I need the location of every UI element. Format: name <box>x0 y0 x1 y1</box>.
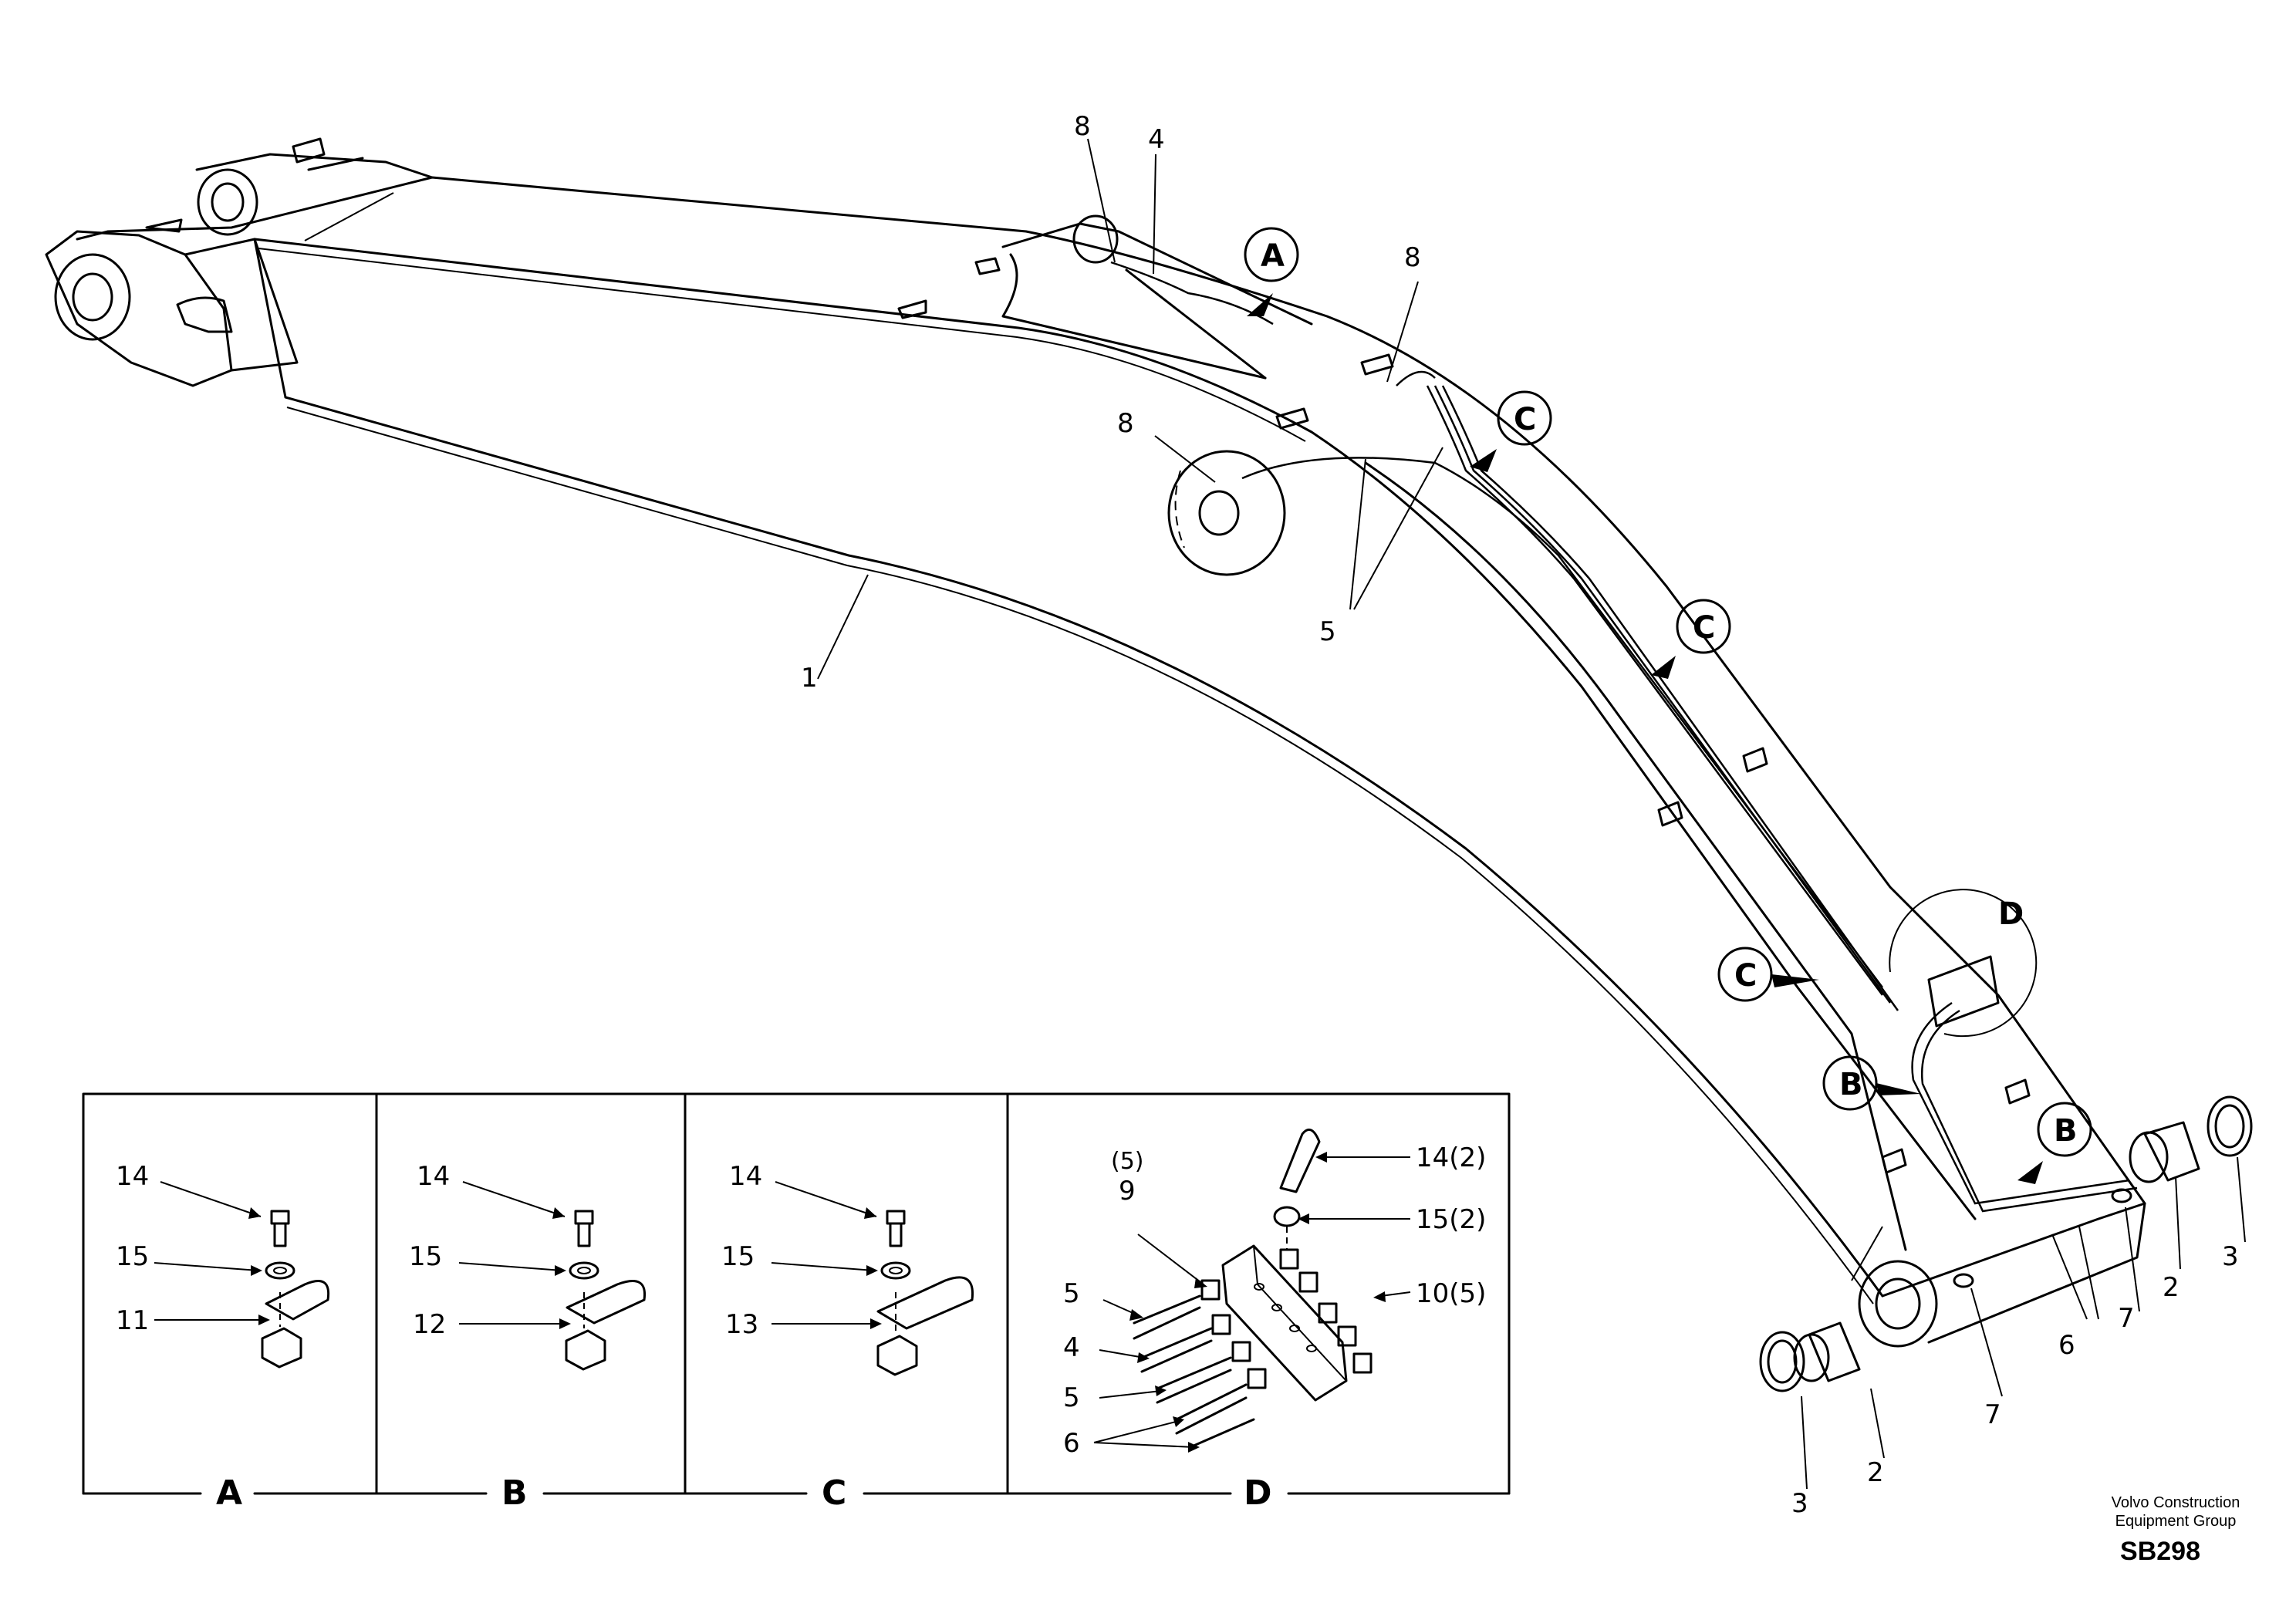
callout-6: 6 <box>2058 1330 2075 1361</box>
bubble-c2: C <box>1693 610 1715 646</box>
bubble-b2: B <box>2054 1113 2078 1149</box>
callout-8-right: 8 <box>1404 242 1421 273</box>
callout-4: 4 <box>1148 124 1165 155</box>
drawing-code: SB298 <box>2120 1537 2200 1566</box>
panel-c-item-13: 13 <box>725 1309 758 1340</box>
callout-3-right: 3 <box>2222 1241 2239 1272</box>
callout-7-right: 7 <box>2118 1303 2135 1334</box>
panel-d-item-6: 6 <box>1063 1428 1080 1459</box>
callout-3-left: 3 <box>1791 1488 1808 1519</box>
panel-b-item-12: 12 <box>413 1309 446 1340</box>
fitting-row <box>1200 1248 1373 1389</box>
panel-label-d: D <box>1244 1473 1272 1513</box>
panel-d-item-5-qty: (5) <box>1111 1148 1144 1175</box>
panel-d-item-9: 9 <box>1119 1176 1136 1207</box>
callout-8-mid: 8 <box>1117 408 1134 439</box>
callout-5: 5 <box>1319 616 1336 647</box>
callout-2-right: 2 <box>2163 1272 2180 1303</box>
panel-d-item-10: 10(5) <box>1416 1278 1486 1309</box>
panel-label-c: C <box>822 1473 846 1513</box>
callout-8-top: 8 <box>1074 111 1091 142</box>
bubble-b1: B <box>1839 1067 1863 1102</box>
panel-d-item-14: 14(2) <box>1416 1142 1486 1173</box>
bubble-c1: C <box>1514 402 1536 437</box>
panel-d-manifold: (5) 9 14(2) 15(2) 10(5) 5 4 5 6 <box>1063 1128 1486 1459</box>
panel-a-item-11: 11 <box>116 1305 149 1336</box>
bubble-c3: C <box>1734 958 1757 994</box>
footer-line-1: Volvo Construction <box>2112 1494 2240 1511</box>
footer-credit: Volvo Construction Equipment Group SB298 <box>2112 1494 2240 1566</box>
panel-a-item-14: 14 <box>116 1161 149 1192</box>
bubble-a: A <box>1261 238 1285 274</box>
panel-b-item-14: 14 <box>417 1161 450 1192</box>
panel-c-clamp: 14 15 13 <box>721 1161 974 1376</box>
panel-a-item-15: 15 <box>116 1241 149 1272</box>
callout-7-left: 7 <box>1984 1399 2001 1430</box>
panel-label-a: A <box>216 1473 242 1513</box>
detail-panels: A B C D 14 15 11 <box>82 1092 1511 1513</box>
callout-2-left: 2 <box>1867 1457 1884 1488</box>
panel-d-item-5b: 5 <box>1063 1382 1080 1413</box>
detail-bubbles: A C C C B B D <box>1244 227 2092 1184</box>
bubble-d: D <box>1998 896 2024 932</box>
leader-lines <box>817 138 2246 1490</box>
callout-1: 1 <box>801 663 818 694</box>
panel-c-item-15: 15 <box>721 1241 755 1272</box>
panel-b-clamp: 14 15 12 <box>409 1161 647 1371</box>
panel-d-item-15: 15(2) <box>1416 1204 1486 1235</box>
panel-b-item-15: 15 <box>409 1241 442 1272</box>
panel-label-b: B <box>501 1473 528 1513</box>
panel-a-clamp: 14 15 11 <box>116 1161 330 1369</box>
panel-d-item-5a: 5 <box>1063 1278 1080 1309</box>
panel-d-item-4: 4 <box>1063 1332 1080 1363</box>
footer-line-2: Equipment Group <box>2115 1513 2237 1530</box>
part-callouts: 1 4 5 8 8 8 2 2 3 3 6 7 7 <box>801 111 2239 1519</box>
panel-c-item-14: 14 <box>729 1161 762 1192</box>
